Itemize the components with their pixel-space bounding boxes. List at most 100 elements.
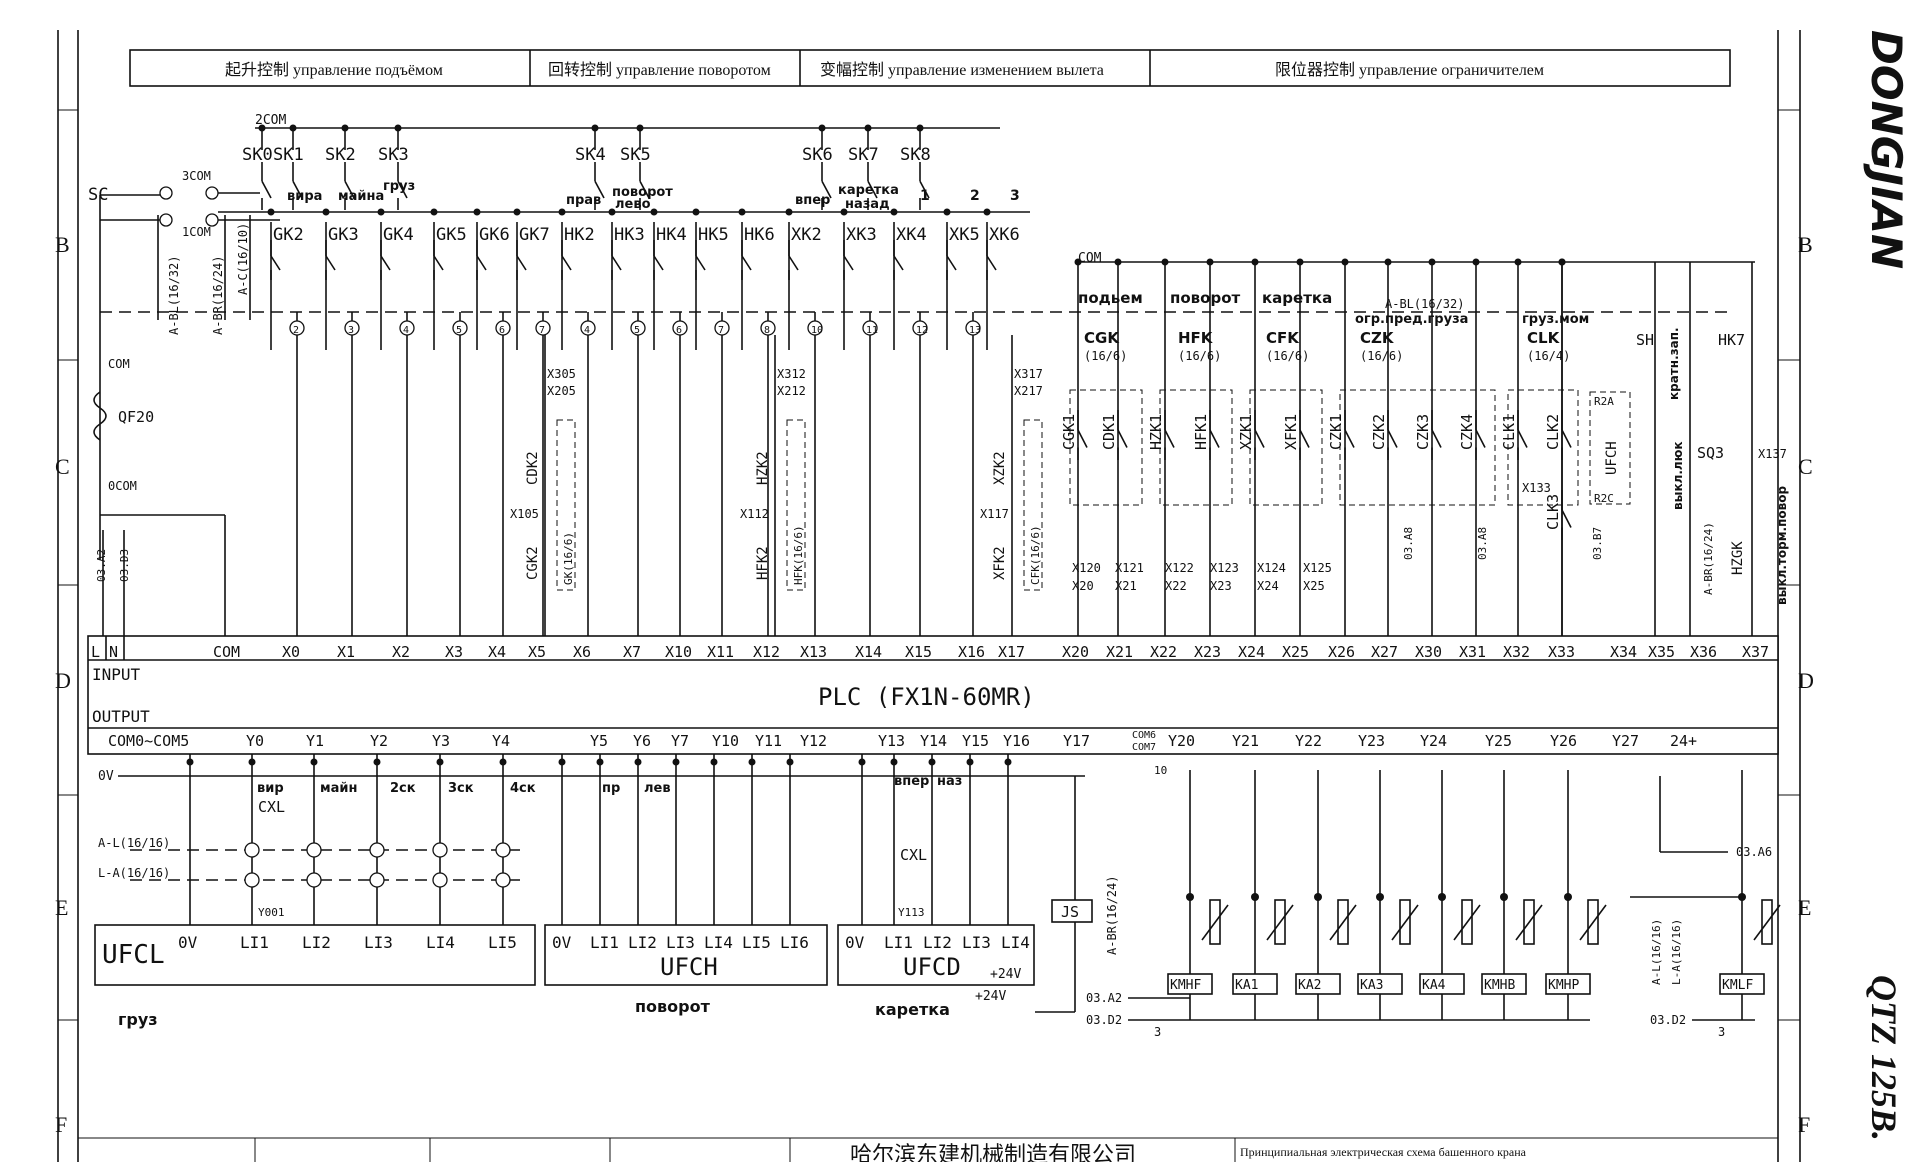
plc-output: Y20 [1168,732,1195,750]
cable-label: A-L(16/16) [98,836,170,850]
relay-label: HFK2 [755,546,771,580]
junction-dot [289,124,297,132]
junction-dot [608,208,616,216]
converter-terminal: LI4 [426,933,455,952]
terminal-number: 3 [348,325,354,336]
plc-input: COM [213,643,240,661]
contact-blade [1077,429,1088,448]
ufcd-caption: каретка [875,1000,950,1019]
contact-blade [261,180,272,199]
contact-blade [1164,429,1175,448]
junction-dot [394,124,402,132]
terminal [306,872,322,888]
plc-output: Y13 [878,732,905,750]
cable-id: (16/6) [1178,349,1221,363]
plc-input: X2 [392,643,410,661]
zone-label: E [1798,895,1811,920]
group-label: подьем [1078,289,1143,307]
junction-dot [558,208,566,216]
cable-label: A-C(16/10) [236,223,250,295]
converter-terminal: LI2 [628,933,657,952]
contact-blade [639,180,650,199]
plc-input: X33 [1548,643,1575,661]
sk-label: SK3 [378,145,409,165]
terminal [369,842,385,858]
zone-label: B [55,232,70,257]
x-label: X312 [777,367,806,381]
plc-input: X27 [1371,643,1398,661]
ref-label: 03.A2 [95,549,108,582]
plc-input: X10 [665,643,692,661]
cable-id: CFK [1266,329,1300,347]
junction-dot [1341,258,1349,266]
cable-id: (16/6) [1360,349,1403,363]
terminal-number: 13 [969,325,981,336]
gk-label: GK7 [519,225,550,245]
terminal [432,872,448,888]
junction-dot [1161,258,1169,266]
contact-blade [476,255,487,271]
terminal-number: 7 [718,325,724,336]
x-label: X317 [1014,367,1043,381]
sk-label: SK8 [900,145,931,165]
plc-input: X3 [445,643,463,661]
junction-dot [1564,893,1572,901]
terminal-number: 12 [916,325,928,336]
junction-dot [322,208,330,216]
plc-output: Y7 [671,732,689,750]
plc-input: X25 [1282,643,1309,661]
junction-dot [373,758,381,766]
contact-blade [1209,429,1220,448]
terminal [862,320,878,336]
ufcl-name: UFCL [102,940,165,970]
gk-label: HK2 [564,225,595,245]
x-label: X212 [777,384,806,398]
junction-dot [1376,893,1384,901]
zone-label: F [1798,1112,1810,1137]
converter-terminal: LI4 [704,933,733,952]
terminal [807,320,823,336]
plc-title: PLC (FX1N-60MR) [818,683,1035,711]
junction-dot [1114,258,1122,266]
plc-output: Y27 [1612,732,1639,750]
cable-id: (16/6) [1084,349,1127,363]
x-label: X20 [1072,579,1094,593]
sk-word: 1 [920,188,930,204]
junction-dot [890,208,898,216]
junction-dot [943,208,951,216]
bus-label-3com: 3COM [182,169,211,183]
sk-word: 3 [1010,188,1020,204]
relay-label: CZK4 [1458,414,1476,450]
zone-label: F [55,1112,67,1137]
ref-label: 3 [1154,1025,1161,1039]
terminal-number: 4 [584,325,590,336]
junction-dot [785,208,793,216]
gk-label: XK6 [989,225,1020,245]
plc-input: X12 [753,643,780,661]
junction-dot [786,758,794,766]
relay-label: CDK2 [525,451,541,485]
terminal-number: 4 [403,325,409,336]
cxl-label: CXL [900,846,927,864]
contact-blade [325,255,336,271]
hk7-label: HK7 [1718,331,1745,349]
terminal [399,320,415,336]
cable-id: HFK [1178,329,1214,347]
contact-blade [397,180,408,199]
title-block: 哈尔滨东建机械制造有限公司 Принципиальная электрическ… [254,1138,1527,1162]
junction-dot [1186,893,1194,901]
contact-blade [1475,429,1486,448]
suppressor-slash [1201,904,1229,941]
plc-output: Y21 [1232,732,1259,750]
contact-blade [292,180,303,199]
right-devices: UFCH R2A R2C SH HK7 кратн.зап. выкл.люк … [1589,262,1789,640]
plc-output: Y11 [755,732,782,750]
sk-label: SK4 [575,145,606,165]
junction-dot [1074,258,1082,266]
